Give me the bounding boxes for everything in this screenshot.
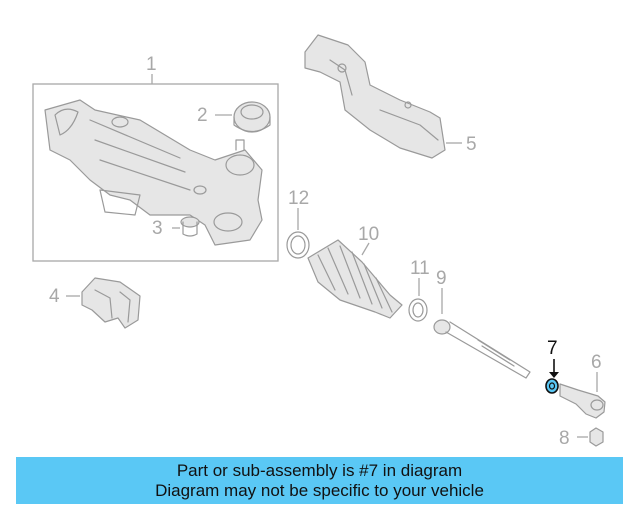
callout-5[interactable]: 5 — [466, 134, 477, 155]
banner-line-1: Part or sub-assembly is #7 in diagram — [176, 460, 463, 480]
callout-9[interactable]: 9 — [436, 268, 447, 289]
callout-6[interactable]: 6 — [591, 352, 602, 373]
boot-part-2[interactable] — [233, 101, 271, 133]
callout-11[interactable]: 11 — [410, 258, 430, 279]
heat-shield-part-5[interactable] — [304, 34, 446, 159]
callout-8[interactable]: 8 — [559, 428, 570, 449]
plug-part-3[interactable] — [180, 216, 200, 237]
info-banner: Part or sub-assembly is #7 in diagram Di… — [16, 457, 623, 504]
jam-nut-part-7[interactable] — [545, 378, 559, 394]
parts-diagram: 1 2 3 4 5 — [32, 34, 606, 449]
callout-3[interactable]: 3 — [152, 218, 163, 239]
callout-2[interactable]: 2 — [197, 105, 208, 126]
callout-1[interactable]: 1 — [146, 54, 157, 75]
assembly-box-1 — [32, 83, 279, 262]
callout-7[interactable]: 7 — [547, 338, 558, 359]
callout-4[interactable]: 4 — [49, 286, 60, 307]
banner-line-2: Diagram may not be specific to your vehi… — [155, 480, 484, 500]
tie-rod-part-9[interactable] — [433, 319, 531, 379]
callout-10[interactable]: 10 — [358, 224, 379, 245]
bellows-part-10[interactable] — [307, 239, 403, 319]
clamp-part-12[interactable] — [286, 231, 310, 259]
nut-part-8[interactable] — [589, 427, 604, 447]
clamp-part-11[interactable] — [408, 298, 428, 322]
shield-part-4[interactable] — [81, 277, 141, 329]
callout-12[interactable]: 12 — [288, 188, 309, 209]
tie-rod-end-part-6[interactable] — [559, 383, 606, 419]
steering-rack-housing[interactable] — [44, 99, 263, 246]
